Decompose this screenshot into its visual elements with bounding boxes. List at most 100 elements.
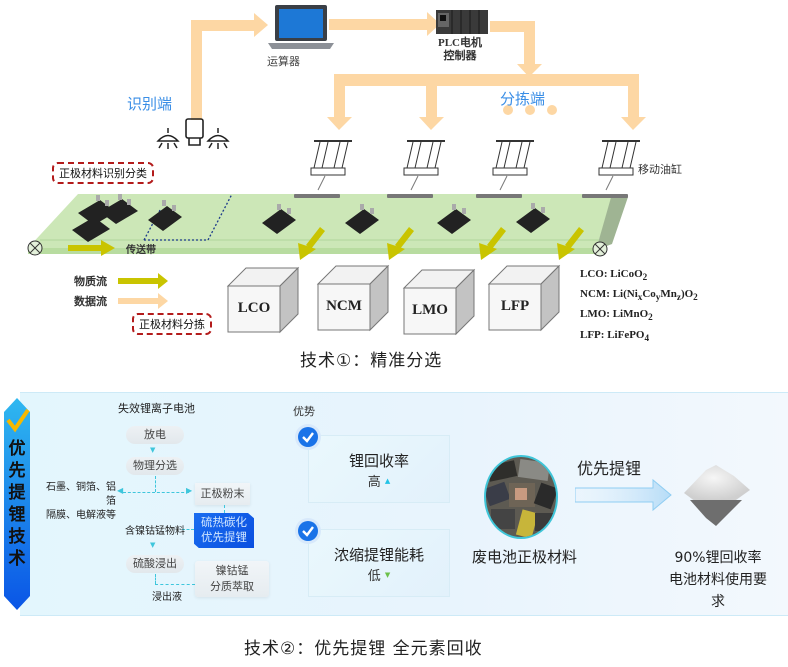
step-extraction: 镍钴锰 分质萃取	[195, 561, 269, 597]
step-discharge: 放电	[126, 426, 184, 444]
sort-down-arrow	[557, 227, 584, 260]
highlight-line1: 硫热碳化	[201, 515, 247, 529]
formula-abbr: LFP:	[580, 328, 608, 341]
data-flow-label: 数据流	[74, 295, 107, 308]
advantage-value: 高	[367, 475, 381, 490]
formula-value: Li(NixCoyMnz)O2	[612, 288, 698, 303]
data-flow-arrowhead	[621, 117, 646, 130]
data-flow-arrowhead	[517, 64, 542, 77]
data-flow-segment	[524, 21, 535, 66]
formula-value: LiFePO4	[607, 328, 650, 343]
ribbon-title: 优先提锂技术	[6, 438, 28, 570]
recognition-zone	[144, 193, 233, 241]
step-cathode-powder: 正极粉末	[195, 483, 250, 505]
recognition-end-label: 识别端	[127, 95, 173, 113]
identify-classify-tag: 正极材料识别分类	[52, 162, 154, 184]
battery-cell-icon	[516, 203, 550, 233]
computer-label: 运算器	[267, 56, 300, 68]
trend-down-icon: ▼	[384, 571, 391, 579]
material-flow-label: 物质流	[74, 275, 107, 288]
input-material-label: 废电池正极材料	[472, 548, 578, 566]
sort-down-arrow	[479, 227, 506, 260]
advantage-value: 低	[367, 569, 381, 584]
output-label: 90%锂回收率 电池材料使用要求	[663, 547, 773, 613]
sorting-end-label: 分拣端	[500, 90, 546, 108]
hydraulic-cylinder-icon	[582, 140, 640, 198]
battery-cell-icon	[262, 204, 296, 234]
formula-entry: LMO: LiMnO2	[580, 306, 698, 326]
formula-abbr: NCM:	[580, 288, 613, 301]
battery-cell-icon	[437, 204, 471, 234]
camera-icon	[185, 118, 204, 146]
leachate-label: 浸出液	[152, 592, 182, 603]
plc-controller-icon	[436, 10, 488, 34]
data-flow-segment	[490, 21, 535, 32]
highlight-line2: 优先提锂	[201, 530, 247, 544]
sorting-system-diagram	[27, 5, 646, 336]
connector	[155, 574, 156, 584]
data-flow-segment	[334, 74, 639, 86]
data-flow-arrowhead	[419, 117, 444, 130]
sort-down-arrow	[387, 227, 414, 260]
moving-cylinder-label: 移动油缸	[638, 164, 682, 176]
data-flow-arrowhead	[327, 117, 352, 130]
formula-entry: LCO: LiCoO2	[580, 266, 698, 286]
data-flow-segment	[426, 74, 437, 119]
formula-abbr: LCO:	[580, 268, 611, 280]
check-circle-icon	[298, 521, 318, 541]
data-flow-segment	[191, 20, 202, 120]
ellipsis-dot	[503, 105, 513, 115]
battery-cell-icon	[148, 200, 182, 231]
checkmark-icon	[6, 408, 30, 433]
formula-value: LiMnO2	[612, 308, 653, 323]
connector	[182, 529, 194, 530]
sorting-bin-ncm	[316, 264, 390, 332]
ribbon-char: 技	[8, 527, 26, 547]
formula-entry: NCM: Li(NixCoyMnz)O2	[580, 286, 698, 306]
material-flow-arrow	[158, 273, 168, 289]
advantages-heading: 优势	[293, 405, 315, 418]
ribbon-banner	[4, 398, 30, 610]
byproducts-line1: 石墨、铜箔、铝箔	[46, 482, 116, 507]
sorting-bin-lfp	[487, 264, 561, 332]
byproducts-label: 石墨、铜箔、铝箔 隔膜、电解液等	[46, 481, 116, 523]
data-flow-segment	[628, 74, 639, 119]
plc-label: PLC电机 控制器	[432, 37, 488, 63]
formula-abbr: LMO:	[580, 308, 613, 321]
sort-down-arrow	[298, 227, 325, 260]
arrow-right-icon: ▶	[186, 486, 193, 495]
arrow-down-icon: ▼	[150, 541, 156, 549]
lamp-icon	[206, 128, 230, 149]
advantage-title: 浓缩提锂能耗	[333, 546, 424, 564]
ribbon-char: 先	[8, 461, 26, 481]
sorting-bins	[226, 264, 561, 336]
ribbon-char: 术	[8, 549, 26, 569]
caption-technique-1: 技术①：精准分选	[300, 351, 443, 371]
ni-co-mn-material-label: 含镍钴锰物料	[125, 526, 185, 537]
output-line2: 电池材料使用要求	[669, 572, 767, 610]
connector	[155, 584, 195, 585]
arrow-left-icon: ◀	[117, 486, 124, 495]
arrow-down-icon: ▼	[150, 446, 156, 454]
formula-value: LiCoO2	[610, 268, 648, 283]
trend-up-icon: ▲	[384, 477, 391, 485]
check-circle-icon	[298, 427, 318, 447]
laptop-icon	[268, 5, 334, 49]
data-flow-segment	[329, 19, 429, 30]
plc-label-line1: PLC电机	[438, 37, 482, 49]
advantage-card-energy: 浓缩提锂能耗 低 ▼	[309, 530, 449, 596]
ellipsis-dot	[547, 105, 557, 115]
waste-battery-image	[484, 455, 558, 539]
sort-arrows	[298, 227, 584, 260]
bin-label: LFP	[500, 298, 530, 314]
output-line1: 90%锂回收率	[674, 550, 762, 566]
pusher-plate	[582, 194, 628, 198]
data-flow-segment	[334, 74, 345, 119]
data-flow-segment	[191, 20, 256, 31]
battery-cell-icon	[78, 195, 116, 225]
data-flow-arrow	[158, 293, 168, 309]
ellipsis-dot	[525, 105, 535, 115]
byproducts-line2: 隔膜、电解液等	[46, 510, 116, 521]
lithium-powder-image	[684, 465, 750, 526]
